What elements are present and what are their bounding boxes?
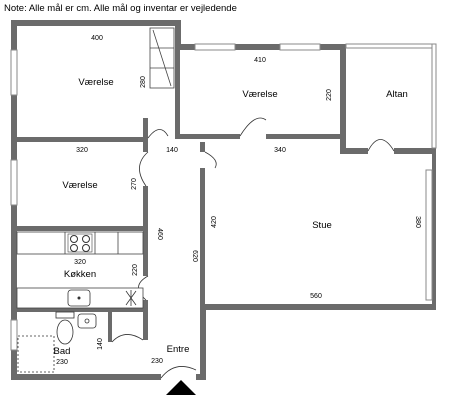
stove bbox=[67, 233, 93, 253]
dim-bedroom-1-width: 400 bbox=[91, 35, 103, 42]
dim-hall-length: 460 bbox=[156, 228, 163, 240]
label-bedroom-1: Værelse bbox=[78, 77, 113, 88]
label-bath: Bad bbox=[54, 346, 71, 357]
windows bbox=[10, 43, 437, 351]
label-balcony: Altan bbox=[386, 89, 408, 100]
dim-bedroom-3-width: 320 bbox=[76, 147, 88, 154]
label-kitchen: Køkken bbox=[64, 269, 96, 280]
dim-living-top: 340 bbox=[274, 147, 286, 154]
dim-bedroom-1-wardrobe: 280 bbox=[140, 76, 147, 88]
dim-hall-width: 140 bbox=[166, 147, 178, 154]
fixture-icon bbox=[125, 290, 137, 306]
dim-living-bottom: 560 bbox=[310, 293, 322, 300]
dim-bedroom-2-depth: 220 bbox=[326, 89, 333, 101]
plan-note: Note: Alle mål er cm. Alle mål og invent… bbox=[4, 3, 237, 14]
dim-entrance-width: 230 bbox=[151, 358, 163, 365]
wardrobe bbox=[149, 27, 175, 89]
label-bedroom-2: Værelse bbox=[242, 89, 277, 100]
dim-living-right: 380 bbox=[414, 216, 421, 228]
dim-kitchen-width: 320 bbox=[74, 259, 86, 266]
dim-bath-depth: 140 bbox=[97, 338, 104, 350]
dim-bath-width: 230 bbox=[56, 359, 68, 366]
doors bbox=[111, 117, 395, 379]
label-bedroom-3: Værelse bbox=[62, 180, 97, 191]
dim-kitchen-depth: 220 bbox=[132, 264, 139, 276]
dim-bedroom-2-width: 410 bbox=[254, 57, 266, 64]
dim-bedroom-3-depth: 270 bbox=[131, 178, 138, 190]
walls bbox=[11, 20, 436, 380]
dim-hall-total: 620 bbox=[191, 250, 198, 262]
bath-fixtures bbox=[17, 311, 97, 373]
label-living: Stue bbox=[312, 220, 332, 231]
label-entrance: Entre bbox=[167, 344, 190, 355]
entrance-arrow bbox=[166, 380, 196, 395]
dim-living-left: 420 bbox=[211, 216, 218, 228]
kitchen-sink bbox=[67, 289, 91, 307]
